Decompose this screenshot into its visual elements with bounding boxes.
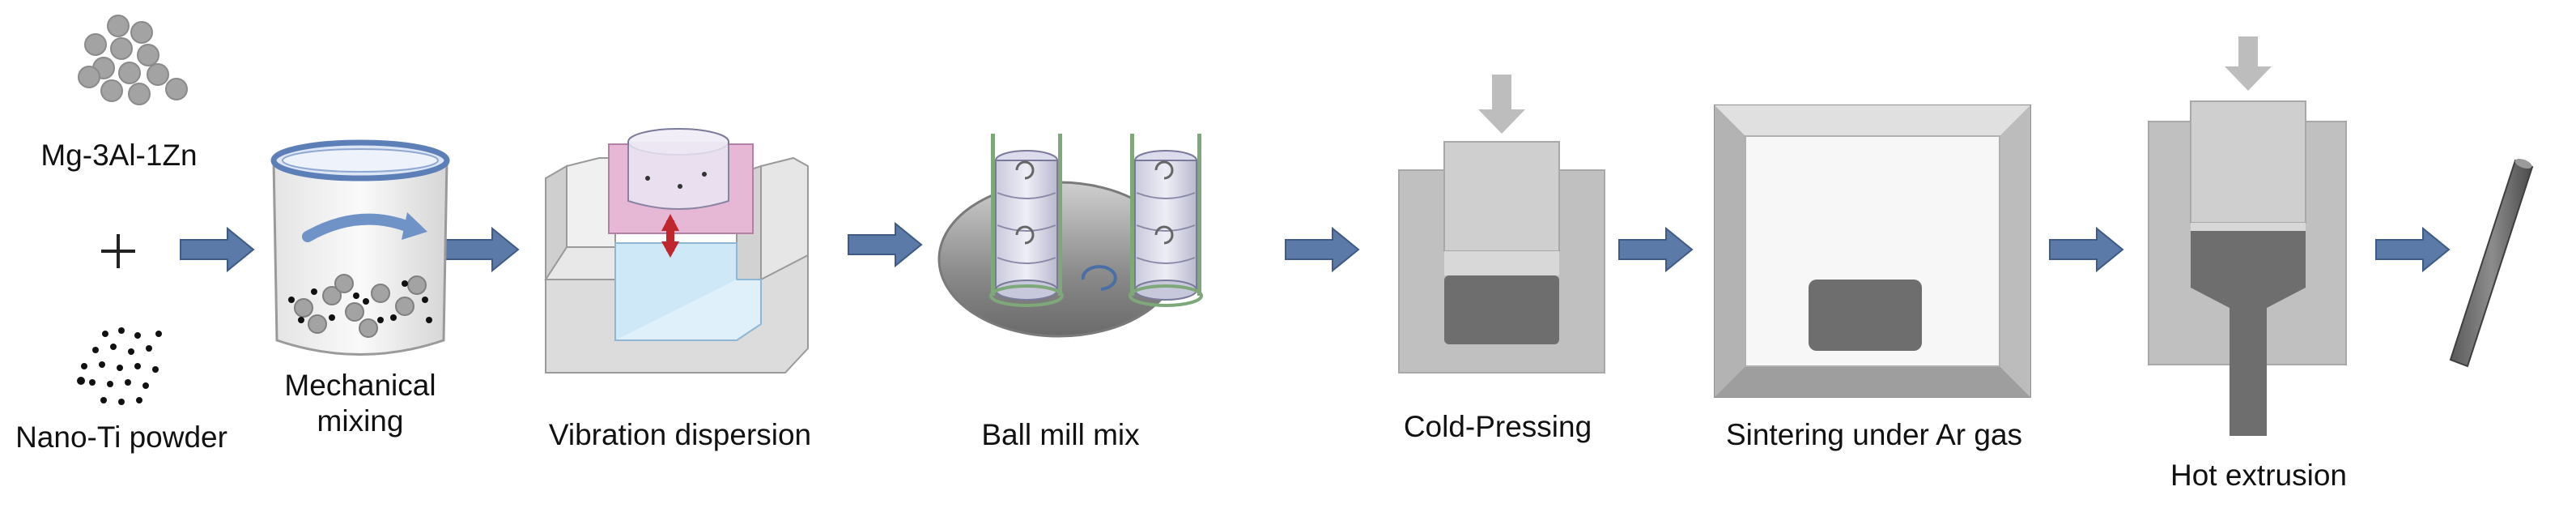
nano-ti-particles [77,327,162,405]
arrow-5 [1618,226,1694,273]
rotation-arrow [1081,265,1117,291]
plus-sign [101,234,135,268]
mg-alloy-particles [78,15,188,105]
label-mg-alloy: Mg-3Al-1Zn [40,139,198,172]
label-nano-ti: Nano-Ti powder [15,420,227,454]
mixing-beaker [270,139,450,356]
sintering-furnace [1714,105,2031,398]
arrow-3 [848,221,923,268]
mill-jar-right [1129,134,1203,307]
arrow-7 [2375,226,2451,273]
press-arrow [1478,75,1525,134]
cold-press-die [1398,75,1605,374]
ball-mill [937,134,1203,338]
label-hot-extrusion: Hot extrusion [2170,459,2347,492]
stir-arrow [302,213,419,242]
label-vibration-dispersion: Vibration dispersion [548,418,812,451]
label-sintering: Sintering under Ar gas [1725,418,2023,451]
arrow-4 [1285,226,1360,273]
arrow-6 [2049,226,2124,273]
process-arrows [180,221,2451,273]
vibration-bath [544,128,809,374]
label-cold-pressing: Cold-Pressing [1403,410,1592,443]
extruded-rod [2449,158,2534,368]
arrow-1 [180,226,255,273]
label-ball-mill-mix: Ball mill mix [981,418,1140,451]
label-mechanical-mixing: Mechanical mixing [284,369,436,438]
arrow-2 [444,226,520,273]
vibration-red-arrow [661,214,679,258]
extrusion-press-arrow [2225,36,2272,91]
hot-extrusion-die [2148,36,2347,436]
mill-jar-left [989,134,1064,307]
